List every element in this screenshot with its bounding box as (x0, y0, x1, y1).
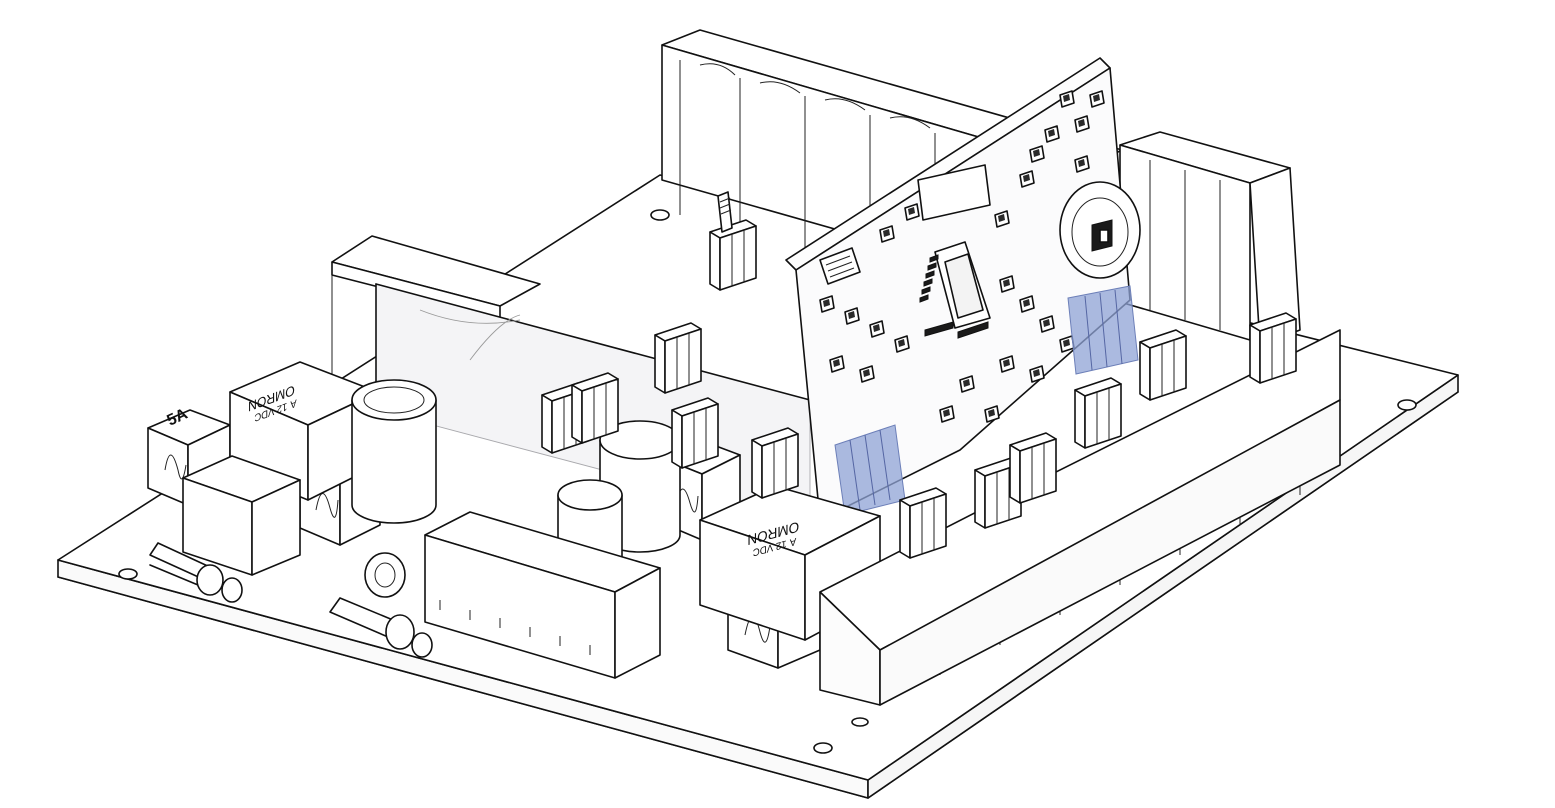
three-pin-header (654, 322, 702, 394)
smd-pad (1003, 279, 1010, 287)
mounting-hole (813, 742, 833, 754)
terminal-block-left (182, 455, 301, 576)
smd-pad (1023, 174, 1030, 182)
crystal (917, 164, 991, 221)
smd-pad (1023, 299, 1030, 307)
diode-1 (149, 542, 243, 603)
three-pin-header (1009, 432, 1057, 504)
smd-pad (1078, 159, 1085, 167)
terminal-block-right-row (819, 329, 1341, 706)
small-headers (541, 219, 1297, 559)
smd-pad (963, 379, 970, 387)
smd-pad (848, 311, 855, 319)
ic-chip (919, 241, 991, 339)
smd-pad (1003, 359, 1010, 367)
smd-pad (863, 369, 870, 377)
smd-pad (1033, 149, 1040, 157)
mounting-hole (1397, 399, 1417, 411)
diode-2 (329, 597, 433, 658)
three-pin-header (671, 397, 719, 469)
test-pin (717, 191, 733, 233)
daughter-board (785, 57, 1141, 521)
smd-pad (823, 299, 830, 307)
three-pin-header (709, 219, 757, 291)
smd-pad (873, 324, 880, 332)
terminal-block-center (424, 511, 661, 679)
smd-pad (988, 409, 995, 417)
pin-header (819, 247, 861, 285)
blue-header (1067, 285, 1139, 375)
capacitor-1 (351, 379, 437, 524)
three-pin-header (1139, 329, 1187, 401)
smd-pad (883, 229, 890, 237)
mounting-hole (851, 717, 869, 727)
smd-pad (1043, 319, 1050, 327)
smd-pad (1093, 94, 1100, 102)
smd-pad (943, 409, 950, 417)
smd-pad (998, 214, 1005, 222)
smd-pad (898, 339, 905, 347)
smd-pad (833, 359, 840, 367)
smd-pad (1033, 369, 1040, 377)
smd-pad (1048, 129, 1055, 137)
three-pin-header (1074, 377, 1122, 449)
inductor (364, 552, 406, 598)
relay-suffix: A (290, 396, 296, 410)
right-frame (1119, 131, 1301, 346)
smd-pad (1063, 94, 1070, 102)
mounting-hole (650, 209, 670, 221)
smd-pad (1063, 339, 1070, 347)
three-pin-header (571, 372, 619, 444)
mounting-hole (118, 568, 138, 580)
coin-cell (1059, 181, 1141, 279)
three-pin-header (751, 427, 799, 499)
three-pin-header (899, 487, 947, 559)
smd-pad (908, 207, 915, 215)
smd-pad (1078, 119, 1085, 127)
relay-suffix: A (790, 535, 797, 548)
three-pin-header (1249, 312, 1297, 384)
